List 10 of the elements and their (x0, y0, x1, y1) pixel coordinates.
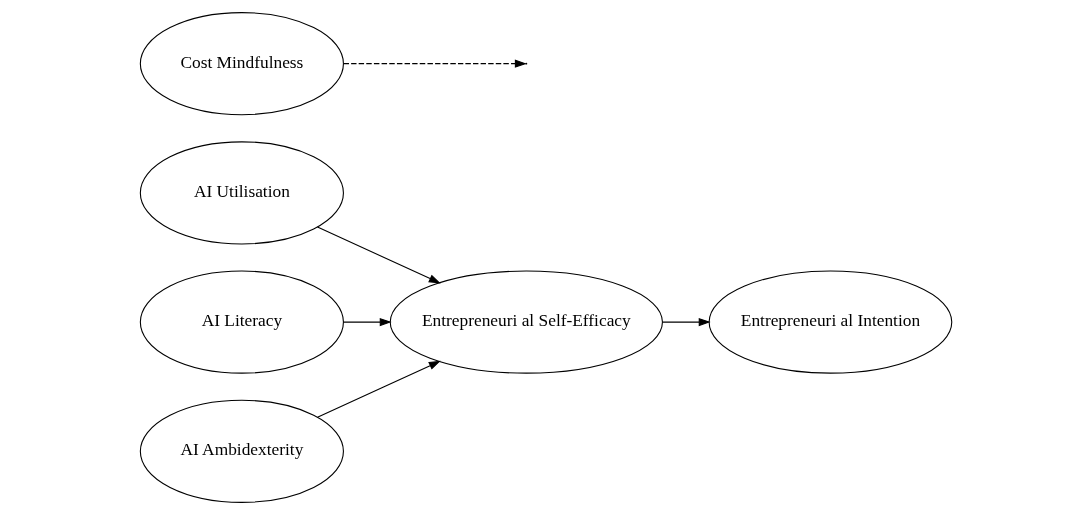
arrow (661, 317, 711, 327)
node-ellipse: Entrepreneuri al Self-Efficacy (389, 270, 663, 374)
node-ellipse: Entrepreneuri al Intention (708, 270, 952, 374)
arrow (316, 360, 441, 418)
node-ellipse: Cost Mindfulness (139, 12, 344, 116)
arrow (316, 226, 441, 284)
node-ellipse: AI Literacy (139, 270, 344, 374)
arrow (342, 317, 392, 327)
node-ellipse: AI Ambidexterity (139, 399, 344, 503)
node-ellipse: AI Utilisation (139, 141, 344, 245)
